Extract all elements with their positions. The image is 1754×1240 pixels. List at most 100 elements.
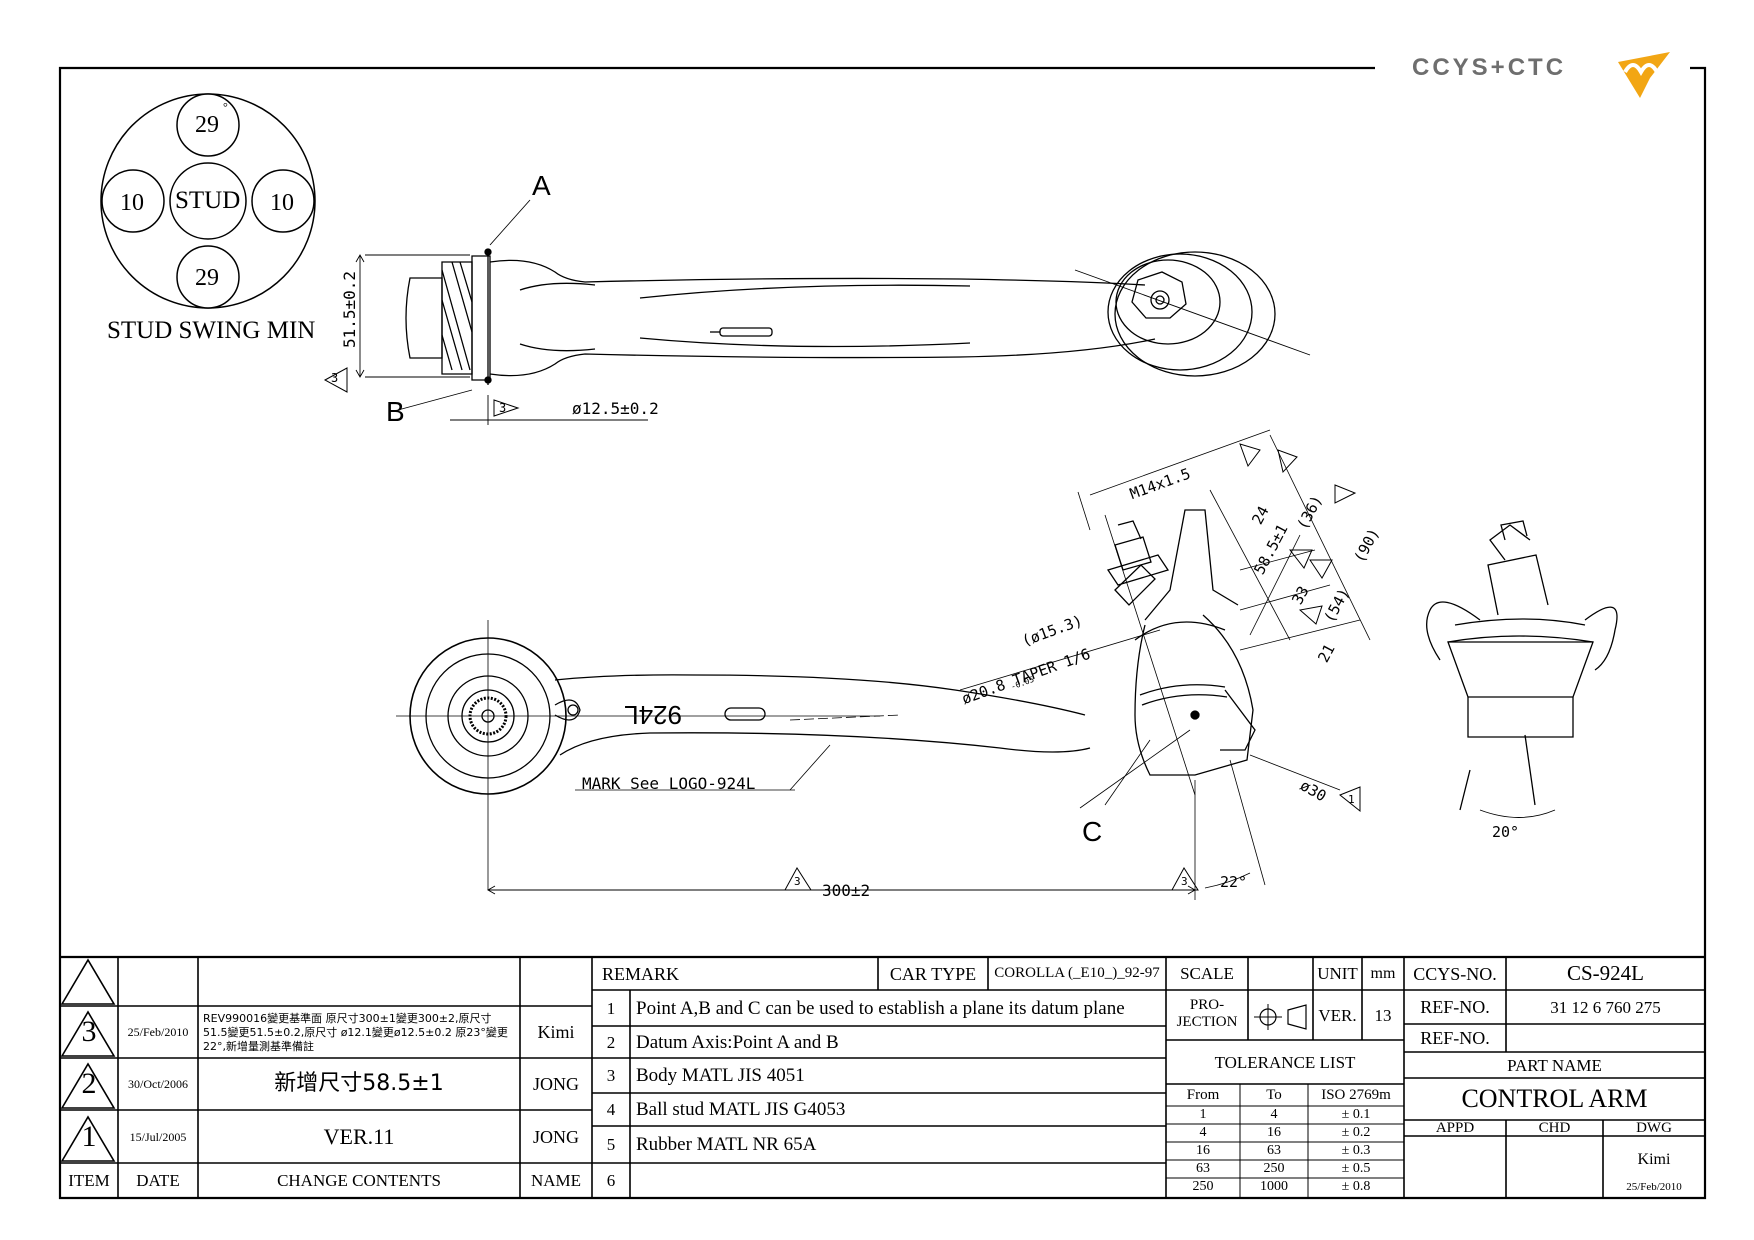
remark-text-6 xyxy=(630,1163,1166,1198)
tol-row-2-from: 4 xyxy=(1199,1125,1207,1140)
tol-row-1-iso: ± 0.1 xyxy=(1341,1107,1371,1122)
remark-no-6: 6 xyxy=(606,1171,616,1190)
rev-name-2: JONG xyxy=(532,1074,579,1094)
rev-name-3: Kimi xyxy=(537,1022,575,1042)
stud-label: STUD xyxy=(175,187,241,214)
tol-header-to: To xyxy=(1266,1086,1282,1103)
dwg-name: Kimi xyxy=(1637,1151,1671,1168)
remark-text-5: Rubber MATL NR 65A xyxy=(636,1134,817,1155)
stud-angle-left: 10 xyxy=(120,190,144,216)
remark-no-4: 4 xyxy=(606,1100,616,1119)
ref-number-1: 31 12 6 760 275 xyxy=(1550,997,1661,1017)
scale-label: SCALE xyxy=(1180,964,1234,983)
ver-label: VER. xyxy=(1318,1005,1357,1025)
stud-angle-bottom: 29 xyxy=(195,265,219,291)
appd-label: APPD xyxy=(1435,1119,1475,1136)
dim-51-5: 51.5±0.2 xyxy=(340,270,359,348)
part-name-label: PART NAME xyxy=(1507,1055,1602,1075)
rev-item-3: 3 xyxy=(81,1015,97,1048)
car-type-value: COROLLA (_E10_)_92-97 xyxy=(994,965,1160,981)
unit-label: UNIT xyxy=(1317,964,1358,983)
remark-text-4: Ball stud MATL JIS G4053 xyxy=(636,1099,846,1120)
tol-row-5-to: 1000 xyxy=(1260,1179,1288,1194)
dim-dia-12-5: ø12.5±0.2 xyxy=(572,399,659,418)
tol-row-5-from: 250 xyxy=(1192,1179,1214,1194)
callout-a: A xyxy=(532,170,551,201)
tol-row-1-to: 4 xyxy=(1270,1107,1278,1122)
dim-300: 300±2 xyxy=(822,881,871,900)
logo-text: CCYS+CTC xyxy=(1412,54,1567,81)
remark-text-1: Point A,B and C can be used to establish… xyxy=(636,997,1125,1019)
datum-triangles xyxy=(323,367,1361,891)
tol-header-from: From xyxy=(1186,1086,1220,1103)
part-name: CONTROL ARM xyxy=(1461,1084,1648,1113)
dwg-label: DWG xyxy=(1636,1119,1672,1136)
dwg-date: 25/Feb/2010 xyxy=(1626,1180,1682,1193)
dim-22: 22° xyxy=(1220,873,1248,891)
tol-row-5-iso: ± 0.8 xyxy=(1341,1179,1371,1194)
rev-content-1: VER.11 xyxy=(323,1123,395,1149)
tri-label-b: 3 xyxy=(499,401,507,415)
tri-label-300: 3 xyxy=(794,875,801,888)
rev-header-date: DATE xyxy=(136,1171,180,1190)
ccys-label: CCYS-NO. xyxy=(1413,963,1497,984)
rev-date-3: 25/Feb/2010 xyxy=(127,1025,189,1039)
ccys-number: CS-924L xyxy=(1566,961,1644,985)
tol-row-3-from: 16 xyxy=(1196,1143,1210,1158)
car-type-label: CAR TYPE xyxy=(889,963,977,984)
rev-header-name: NAME xyxy=(530,1171,582,1190)
tol-row-2-to: 16 xyxy=(1267,1125,1281,1140)
callout-c: C xyxy=(1082,816,1103,847)
rev-header-item: ITEM xyxy=(68,1171,110,1190)
rev-header-content: CHANGE CONTENTS xyxy=(277,1171,441,1190)
tol-row-4-to: 250 xyxy=(1263,1161,1285,1176)
unit-value: mm xyxy=(1370,964,1396,982)
stud-caption: STUD SWING MIN xyxy=(107,317,316,344)
rev-content-2: 新增尺寸58.5±1 xyxy=(274,1071,444,1096)
stud-angle-right: 10 xyxy=(270,190,294,216)
part-mark: 924L xyxy=(624,700,682,730)
stud-angle-top: 29 xyxy=(195,112,219,138)
remark-no-5: 5 xyxy=(606,1135,616,1154)
side-view-arm xyxy=(396,429,1371,900)
ref-label-1: REF-NO. xyxy=(1420,997,1490,1017)
rev-item-2: 2 xyxy=(81,1067,97,1100)
remark-header: REMARK xyxy=(602,963,680,984)
dim-20: 20° xyxy=(1492,823,1520,841)
callout-b: B xyxy=(386,396,405,427)
rev-content-3: REV990016變更基準面 原尺寸300±1變更300±2,原尺寸 51.5變… xyxy=(203,1012,508,1053)
ref-number-2 xyxy=(1506,1024,1705,1052)
projection-label-2: JECTION xyxy=(1176,1013,1238,1030)
tri-label-30: 1 xyxy=(1348,793,1355,806)
tri-label-22: 3 xyxy=(1181,875,1188,888)
tol-row-3-iso: ± 0.3 xyxy=(1341,1143,1371,1158)
chd-label: CHD xyxy=(1538,1119,1571,1136)
rev-name-1: JONG xyxy=(532,1126,579,1147)
tol-row-1-from: 1 xyxy=(1199,1107,1207,1122)
tol-row-4-from: 63 xyxy=(1196,1161,1210,1176)
tol-header-iso: ISO 2769m xyxy=(1321,1086,1391,1103)
tri-label-a: 3 xyxy=(331,371,339,385)
rev-date-2: 30/Oct/2006 xyxy=(128,1077,188,1091)
remark-no-3: 3 xyxy=(606,1066,616,1085)
tol-row-4-iso: ± 0.5 xyxy=(1341,1161,1371,1176)
remark-no-2: 2 xyxy=(606,1032,616,1052)
stud-swing-diagram xyxy=(100,93,316,309)
top-view-arm xyxy=(355,199,1311,425)
ref-label-2: REF-NO. xyxy=(1420,1028,1490,1048)
remark-no-1: 1 xyxy=(606,998,616,1018)
mark-note: MARK See LOGO-924L xyxy=(582,774,756,793)
remark-text-3: Body MATL JIS 4051 xyxy=(636,1065,805,1086)
rev-item-1: 1 xyxy=(81,1119,97,1153)
projection-label-1: PRO- xyxy=(1189,996,1225,1013)
ball-joint-view xyxy=(1426,520,1618,818)
stud-degree-marks: ° xyxy=(223,100,228,114)
tol-row-3-to: 63 xyxy=(1267,1143,1281,1158)
remark-text-2: Datum Axis:Point A and B xyxy=(636,1031,839,1053)
ver-value: 13 xyxy=(1374,1005,1392,1025)
rev-date-1: 15/Jul/2005 xyxy=(129,1129,187,1144)
tol-row-2-iso: ± 0.2 xyxy=(1341,1125,1371,1140)
logo-icon xyxy=(1618,52,1670,98)
